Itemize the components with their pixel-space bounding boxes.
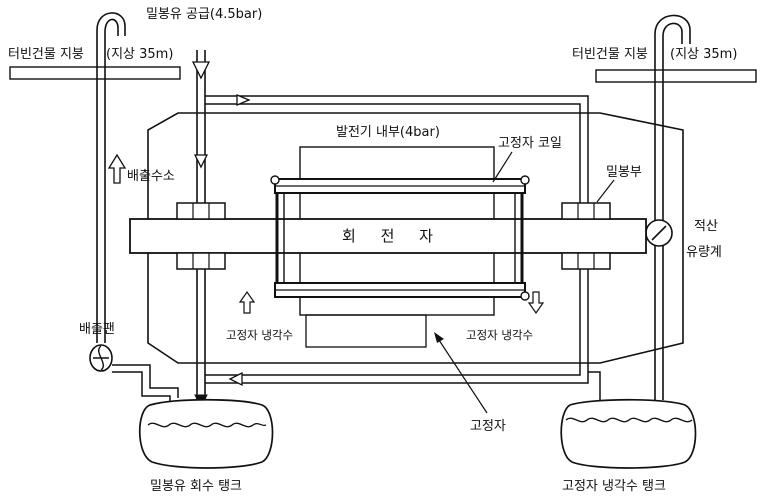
return-arrow-left-icon bbox=[228, 371, 243, 387]
label-stator-cooling-water-left: 고정자 냉각수 bbox=[226, 328, 293, 342]
exhaust-fan-blade-icon bbox=[93, 345, 109, 371]
hydrogen-exhaust-vent-gooseneck bbox=[96, 12, 126, 343]
label-roof-right: 터빈건물 지붕 bbox=[572, 47, 648, 62]
stator-coil-lower bbox=[274, 282, 530, 301]
upper-seal-oil-pipe-inner bbox=[205, 103, 581, 203]
turbine-roof-left bbox=[9, 66, 181, 80]
stator-cooling-water-tank bbox=[560, 398, 697, 469]
exhaust-fan-from-tank-pipe bbox=[112, 371, 171, 401]
cooling-water-right-arrow-down-icon bbox=[527, 291, 545, 315]
label-exhaust-fan: 배출팬 bbox=[79, 322, 115, 337]
label-generator-inside: 발전기 내부(4bar) bbox=[336, 125, 440, 140]
label-roof-right-height: (지상 35m) bbox=[670, 47, 737, 62]
exhaust-hydrogen-arrow-up-icon bbox=[107, 153, 127, 184]
label-roof-left-height: (지상 35m) bbox=[106, 47, 173, 62]
exhaust-fan-to-tank-pipe bbox=[112, 364, 179, 398]
turbine-roof-right bbox=[595, 69, 757, 83]
label-roof-left: 터빈건물 지붕 bbox=[8, 47, 84, 62]
supply-arrow-down-icon bbox=[191, 61, 211, 80]
upper-seal-oil-pipe-outer bbox=[205, 95, 589, 203]
label-stator-coil: 고정자 코일 bbox=[498, 136, 562, 151]
recovery-tank-liquid-surface bbox=[147, 422, 267, 428]
supply-arrow-down2-icon bbox=[193, 154, 209, 169]
label-stator: 고정자 bbox=[470, 419, 506, 434]
label-seal-part: 밀봉부 bbox=[606, 165, 642, 180]
upper-pipe-arrow-right-icon bbox=[236, 94, 251, 106]
stator-leader bbox=[436, 336, 488, 414]
stator-coil-leader bbox=[492, 151, 513, 183]
stator-leader-arrow-icon bbox=[434, 332, 444, 343]
cooling-tank-liquid-surface bbox=[565, 417, 693, 423]
cooling-water-vent-gooseneck-inner bbox=[662, 22, 683, 400]
label-rotor: 회 전 자 bbox=[342, 227, 443, 245]
right-seal-block bbox=[561, 202, 611, 270]
cooling-water-left-arrow-up-icon bbox=[238, 290, 256, 314]
hydrogen-exhaust-vent-gooseneck-inner bbox=[104, 18, 119, 343]
generator-housing bbox=[147, 112, 684, 364]
lower-return-pipe-inner bbox=[205, 262, 581, 376]
lower-return-pipe-outer bbox=[205, 262, 589, 384]
label-stator-cooling-water-tank: 고정자 냉각수 탱크 bbox=[562, 479, 666, 494]
seal-oil-recovery-tank bbox=[138, 398, 274, 469]
left-seal-block bbox=[176, 202, 226, 270]
flow-meter-needle-icon bbox=[651, 225, 667, 241]
rotor-shaft bbox=[129, 218, 647, 254]
label-flow-meter-line1: 적산 bbox=[694, 219, 718, 234]
stator-lower-block bbox=[305, 314, 427, 348]
cooling-water-vent-gooseneck bbox=[654, 14, 691, 400]
label-stator-cooling-water-right: 고정자 냉각수 bbox=[466, 328, 533, 342]
seal-part-leader bbox=[596, 179, 615, 203]
label-seal-oil-supply: 밀봉유 공급(4.5bar) bbox=[146, 7, 262, 22]
label-seal-oil-recovery-tank: 밀봉유 회수 탱크 bbox=[150, 479, 242, 494]
label-flow-meter-line2: 유량계 bbox=[686, 245, 722, 260]
stator-coil-upper bbox=[270, 175, 530, 194]
cooling-water-tank-pipe bbox=[588, 371, 601, 400]
label-exhaust-hydrogen: 배출수소 bbox=[127, 169, 175, 184]
